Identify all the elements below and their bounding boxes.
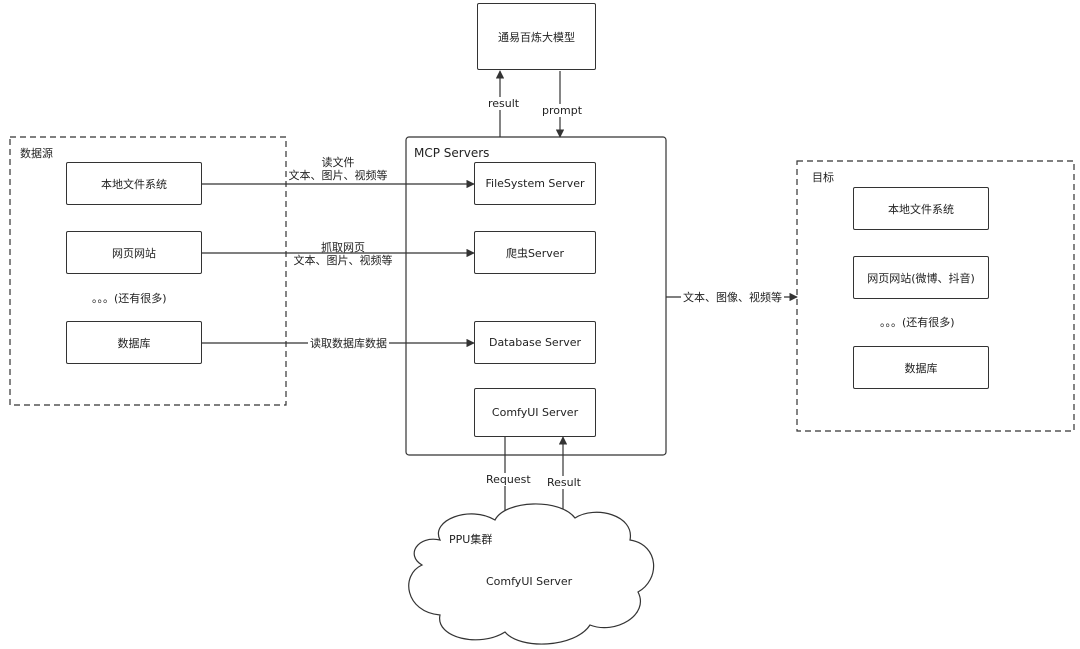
prompt-label: prompt <box>540 104 585 117</box>
result2-label: Result <box>545 476 583 489</box>
server-comfyui: ComfyUI Server <box>474 388 596 437</box>
datasource-item-local-fs: 本地文件系统 <box>66 162 202 205</box>
mcp-servers-title: MCP Servers <box>414 146 490 160</box>
mcp-servers-group <box>405 136 667 456</box>
cluster-title: PPU集群 <box>449 533 493 546</box>
target-title: 目标 <box>812 171 834 184</box>
target-item-more: 。。。(还有很多) <box>880 316 955 329</box>
target-item-local-fs: 本地文件系统 <box>853 187 989 230</box>
datasource-group <box>9 136 287 406</box>
model-box: 通易百炼大模型 <box>477 3 596 70</box>
read-db-label: 读取数据库数据 <box>308 337 389 350</box>
crawl-label: 抓取网页 文本、图片、视频等 <box>293 241 393 267</box>
datasource-item-db: 数据库 <box>66 321 202 364</box>
target-item-web: 网页网站(微博、抖音) <box>853 256 989 299</box>
server-database: Database Server <box>474 321 596 364</box>
cluster-server: ComfyUI Server <box>486 575 573 588</box>
target-group <box>796 160 1075 432</box>
result-label: result <box>486 97 522 110</box>
datasource-item-more: 。。。(还有很多) <box>92 292 167 305</box>
output-label: 文本、图像、视频等 <box>681 291 784 304</box>
datasource-title: 数据源 <box>20 147 53 160</box>
ppu-cluster-cloud <box>408 503 655 645</box>
datasource-item-web: 网页网站 <box>66 231 202 274</box>
target-item-db: 数据库 <box>853 346 989 389</box>
model-title: 通易百炼大模型 <box>498 30 575 44</box>
request-label: Request <box>484 473 533 486</box>
server-filesystem: FileSystem Server <box>474 162 596 205</box>
server-crawler: 爬虫Server <box>474 231 596 274</box>
read-file-label: 读文件 文本、图片、视频等 <box>288 156 388 182</box>
